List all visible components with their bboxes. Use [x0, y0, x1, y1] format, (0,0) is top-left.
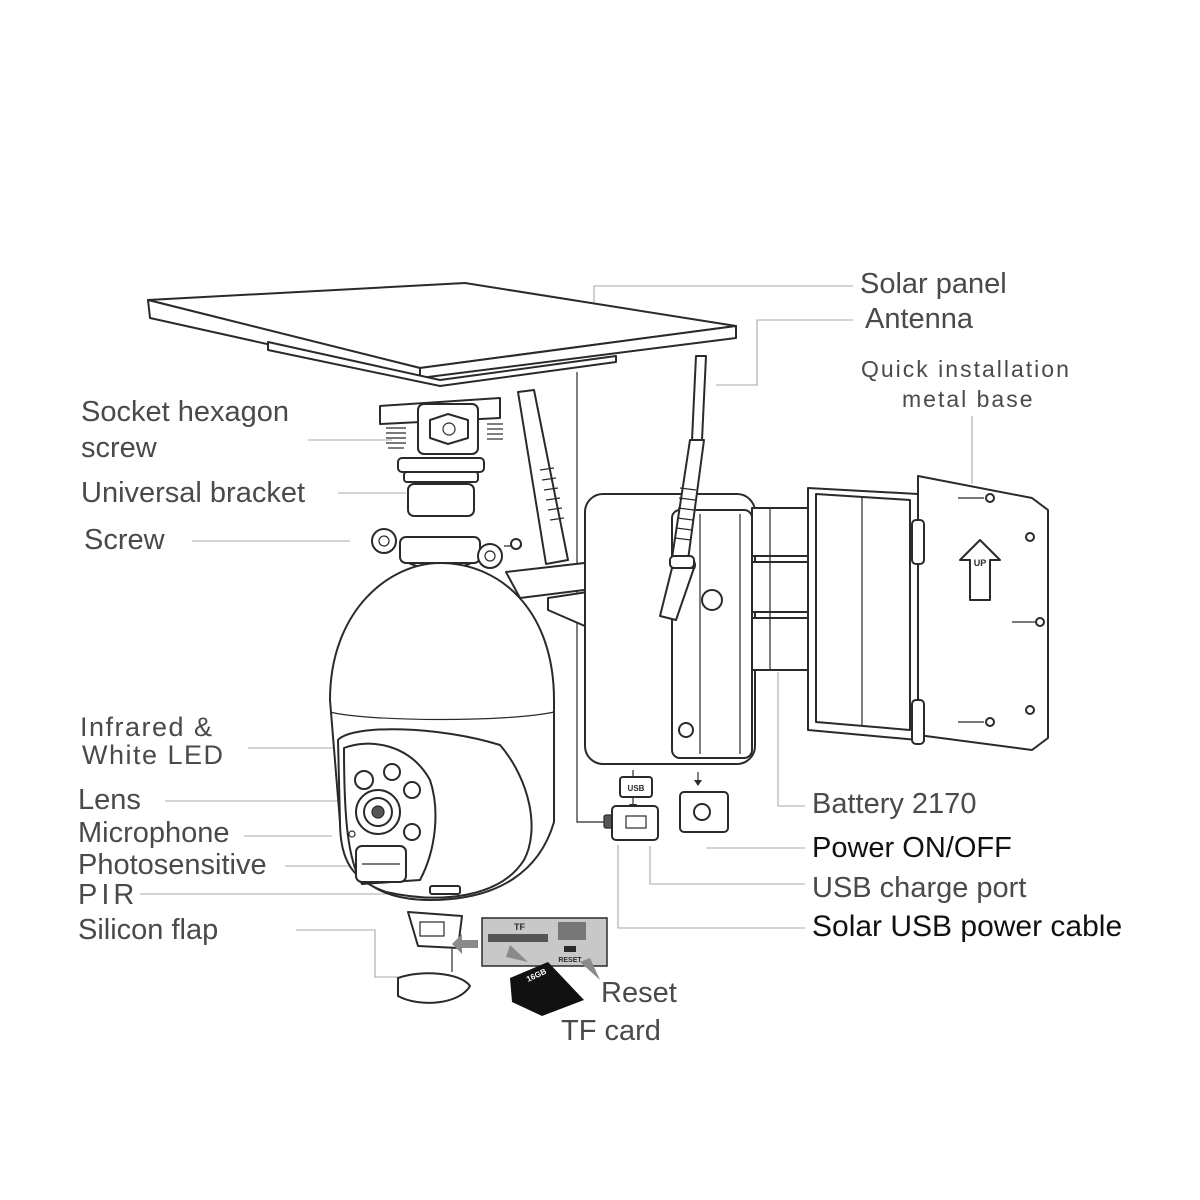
label-tf-card: TF card: [561, 1015, 661, 1047]
hexagon-screw-head: [429, 413, 469, 445]
label-microphone: Microphone: [78, 817, 230, 849]
tf-slot-text: TF: [514, 922, 525, 932]
led-2: [383, 763, 401, 781]
usb-charge-port: [611, 805, 659, 841]
led-3: [403, 781, 421, 799]
usb-icon-text: USB: [628, 784, 645, 793]
base-screws: [958, 493, 1045, 727]
label-reset: Reset: [601, 977, 677, 1009]
label-socket-hexagon-2: screw: [81, 432, 157, 464]
label-silicon-flap: Silicon flap: [78, 914, 219, 946]
label-lens: Lens: [78, 784, 141, 816]
led-1: [354, 770, 374, 790]
front-antenna: [659, 355, 707, 621]
label-photosensitive: Photosensitive: [78, 849, 267, 881]
label-power-on-off: Power ON/OFF: [812, 832, 1012, 864]
silicon-flap-assembly: TF RESET 16GB: [397, 911, 608, 1016]
label-solar-usb-cable: Solar USB power cable: [812, 910, 1123, 943]
leader-flap: [296, 929, 398, 978]
label-quick-installation-1: Quick installation: [861, 356, 1071, 382]
usb-and-power: USB: [611, 770, 729, 841]
socket-hexagon-screw: [386, 427, 406, 449]
solar-panel: [147, 282, 737, 387]
tf-card: [510, 962, 584, 1016]
label-antenna: Antenna: [865, 303, 974, 335]
gray-arrow-icon: [452, 934, 478, 954]
reset-arrow-icon: [580, 958, 600, 980]
label-pir: PIR: [78, 879, 139, 911]
label-socket-hexagon-1: Socket hexagon: [81, 396, 289, 428]
leader-lines: [140, 285, 973, 978]
reset-button-text: RESET: [558, 957, 582, 964]
label-universal-bracket: Universal bracket: [81, 477, 306, 509]
label-battery: Battery 2170: [812, 788, 977, 820]
label-screw: Screw: [84, 524, 165, 556]
label-infrared-1: Infrared &: [80, 712, 214, 742]
label-quick-installation-2: metal base: [902, 386, 1035, 412]
camera-dome: [329, 528, 555, 901]
quick-installation-base: UP: [807, 475, 1049, 751]
universal-bracket-assembly: [379, 397, 503, 517]
silicon-flap: [397, 972, 471, 1004]
power-icon: [693, 803, 711, 821]
led-4: [403, 823, 421, 841]
leader-cable: [617, 845, 805, 929]
leader-usb: [649, 846, 805, 885]
label-solar-panel: Solar panel: [860, 268, 1007, 300]
label-usb-charge-port: USB charge port: [812, 872, 1027, 904]
label-infrared-2: White LED: [82, 740, 225, 770]
right-screw: [477, 543, 503, 569]
bracket-right-screw: [487, 423, 503, 440]
leader-battery: [777, 672, 805, 807]
microphone-hole: [348, 830, 356, 838]
up-arrow-icon: [959, 539, 1001, 601]
left-screw: [371, 528, 397, 554]
solar-usb-cable-wire: [576, 372, 604, 823]
up-arrow-text: UP: [974, 558, 987, 568]
tf-arrow-icon: [506, 945, 528, 962]
leader-antenna: [716, 319, 853, 386]
usb-icon: [619, 776, 653, 798]
rear-antenna: [517, 389, 569, 565]
